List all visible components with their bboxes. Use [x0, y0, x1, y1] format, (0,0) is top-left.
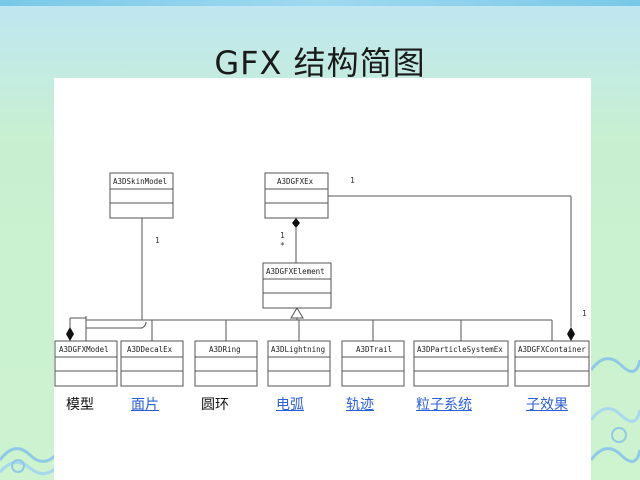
multiplicity-element-one: 1 [280, 231, 285, 240]
class-box-container [514, 340, 590, 387]
multiplicity-element-many: * [280, 241, 285, 250]
class-box-lightning [267, 340, 331, 387]
class-name-element: A3DGFXElement [266, 267, 325, 276]
multiplicity-skin: 1 [155, 236, 160, 245]
class-box-trail [341, 340, 405, 387]
class-box-element [262, 262, 332, 309]
inheritance-arrow [290, 307, 304, 319]
class-box-ring [194, 340, 258, 387]
wave-decoration-left [0, 447, 60, 476]
class-box-particle [413, 340, 509, 387]
composition-diamond-gfx [292, 218, 300, 228]
top-accent-band [0, 0, 640, 6]
composition-diamond-model [66, 327, 74, 341]
class-name-gfx: A3DGFXEx [277, 177, 314, 186]
class-name-skin: A3DSkinModel [113, 177, 167, 186]
caption-model: 模型 [66, 397, 94, 413]
class-name-particle: A3DParticleSystemEx [417, 345, 503, 354]
class-box-decal [120, 340, 184, 387]
class-name-decal: A3DDecalEx [127, 345, 173, 354]
caption-subeffect-link[interactable]: 子效果 [526, 397, 568, 413]
wave-decoration-right [591, 357, 640, 463]
class-name-model: A3DGFXModel [59, 345, 109, 354]
class-name-trail: A3DTrail [356, 345, 392, 354]
multiplicity-container: 1 [582, 309, 587, 318]
class-box-gfx [264, 172, 329, 219]
caption-lightning-link[interactable]: 电弧 [276, 397, 304, 413]
caption-particle-link[interactable]: 粒子系统 [416, 397, 472, 413]
caption-ring: 圆环 [201, 397, 229, 413]
slide-title: GFX 结构简图 [214, 44, 426, 82]
composition-diamond-container [567, 327, 575, 341]
class-box-model [54, 340, 118, 387]
multiplicity-gfx-container: 1 [350, 176, 355, 185]
class-name-container: A3DGFXContainer [518, 345, 586, 354]
caption-trail-link[interactable]: 轨迹 [346, 397, 374, 413]
caption-decal-link[interactable]: 面片 [131, 397, 159, 413]
class-name-ring: A3DRing [209, 345, 241, 354]
class-box-skin [109, 172, 174, 219]
class-name-lightning: A3DLightning [271, 345, 325, 354]
